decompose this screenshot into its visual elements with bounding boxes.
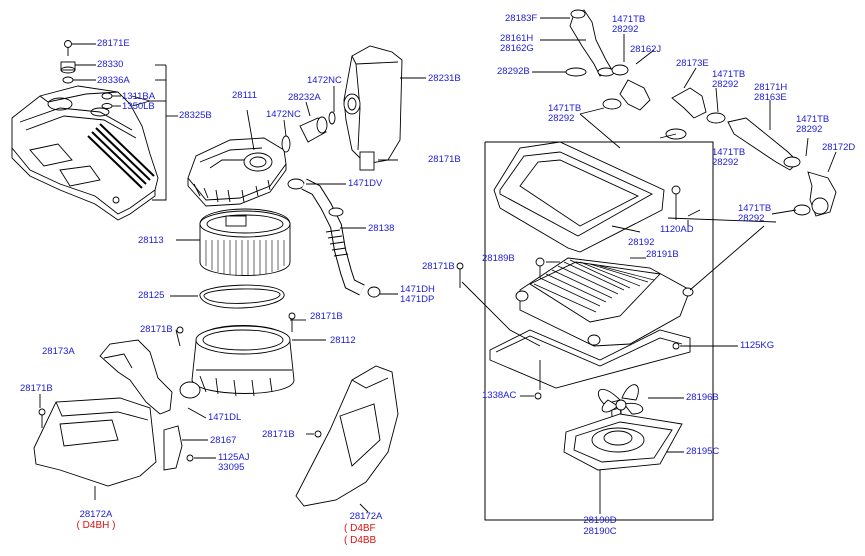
part-label-28292-5[interactable]: 28292 — [712, 157, 739, 168]
intercooler-assembly-box — [484, 141, 714, 521]
part-label-28162j[interactable]: 28162J — [630, 44, 662, 55]
middle-shroud-illustration — [295, 365, 399, 513]
part-label-1125aj[interactable]: 1125AJ — [218, 452, 250, 463]
air-flow-sensor-illustration — [281, 86, 336, 153]
gasket-illustration — [170, 284, 285, 309]
left-shroud-illustration — [33, 394, 157, 500]
part-label-28171h[interactable]: 28171H — [754, 82, 788, 93]
part-label-28336a[interactable]: 28336A — [97, 75, 130, 86]
part-label-28163e[interactable]: 28163E — [754, 92, 787, 103]
filter-element-illustration — [176, 208, 291, 276]
part-label-1472nc-top[interactable]: 1472NC — [307, 75, 342, 86]
part-label-28191b[interactable]: 28191B — [646, 249, 679, 260]
bolt-stack-illustration — [60, 40, 113, 109]
part-label-28171b-box[interactable]: 28171B — [140, 324, 173, 335]
part-label-28171e[interactable]: 28171E — [97, 38, 130, 49]
part-label-1311ba[interactable]: 1311BA — [122, 91, 156, 102]
part-label-33095[interactable]: 33095 — [218, 462, 245, 473]
part-label-1471dp[interactable]: 1471DP — [400, 294, 435, 305]
part-label-28190d[interactable]: 28190D — [583, 515, 617, 526]
part-label-1471dl[interactable]: 1471DL — [208, 412, 242, 423]
part-label-28111[interactable]: 28111 — [232, 90, 258, 101]
fan-shroud-illustration — [563, 413, 684, 514]
part-label-28172d[interactable]: 28172D — [822, 142, 856, 153]
leader-lines-right — [667, 217, 777, 291]
part-label-28173e[interactable]: 28173E — [676, 58, 709, 69]
part-label-1471tb-5[interactable]: 1471TB — [712, 147, 746, 158]
part-label-1350lb[interactable]: 1350LB — [122, 101, 155, 112]
hose-set-illustration — [532, 9, 837, 217]
part-label-1471tb-2[interactable]: 1471TB — [712, 69, 746, 80]
part-label-28292-2[interactable]: 28292 — [712, 79, 739, 90]
part-label-28325b[interactable]: 28325B — [179, 110, 212, 121]
part-label-1338ac[interactable]: 1338AC — [482, 390, 517, 401]
intercooler-core-illustration — [456, 209, 738, 400]
part-label-28292-3[interactable]: 28292 — [548, 113, 575, 124]
part-label-28292b[interactable]: 28292B — [497, 66, 530, 77]
part-label-28171b-tank[interactable]: 28171B — [428, 154, 461, 165]
part-label-28138[interactable]: 28138 — [368, 223, 395, 234]
part-label-28125[interactable]: 28125 — [138, 290, 165, 301]
part-label-1471dv[interactable]: 1471DV — [348, 178, 383, 189]
engine-code-mid-1: ( D4BF — [344, 523, 376, 534]
part-label-28161h[interactable]: 28161H — [500, 33, 534, 44]
part-label-28167[interactable]: 28167 — [210, 435, 237, 446]
inlet-duct-illustration — [99, 339, 216, 471]
part-label-28196b[interactable]: 28196B — [686, 392, 719, 403]
part-label-28171b-clamp[interactable]: 28171B — [310, 311, 343, 322]
part-label-1471tb-1[interactable]: 1471TB — [612, 14, 646, 25]
part-label-28172a-mid[interactable]: 28172A — [349, 511, 383, 522]
part-label-28189b[interactable]: 28189B — [482, 253, 515, 264]
leader-lines-cover — [72, 43, 178, 201]
part-label-28113[interactable]: 28113 — [138, 235, 164, 246]
part-label-28173a[interactable]: 28173A — [42, 346, 75, 357]
part-label-1472nc-mid[interactable]: 1472NC — [266, 109, 301, 120]
part-label-1471tb-3[interactable]: 1471TB — [548, 103, 582, 114]
part-label-28112[interactable]: 28112 — [330, 335, 356, 346]
part-label-28292-6[interactable]: 28292 — [738, 213, 765, 224]
part-label-28292-4[interactable]: 28292 — [796, 124, 823, 135]
engine-cover-illustration — [11, 85, 159, 221]
part-label-28195c[interactable]: 28195C — [686, 446, 720, 457]
part-label-28183f[interactable]: 28183F — [505, 13, 538, 24]
part-label-28330[interactable]: 28330 — [97, 59, 124, 70]
part-label-28162g[interactable]: 28162G — [500, 43, 534, 54]
engine-code-left: ( D4BH ) — [76, 520, 116, 531]
part-label-28171b-left[interactable]: 28171B — [20, 383, 53, 394]
intake-hose-illustration — [287, 178, 398, 298]
part-label-28192[interactable]: 28192 — [628, 237, 655, 248]
part-label-1125kg[interactable]: 1125KG — [740, 340, 775, 351]
part-label-28231b[interactable]: 28231B — [428, 73, 461, 84]
part-label-28232a[interactable]: 28232A — [288, 92, 321, 103]
part-label-28190c[interactable]: 28190C — [583, 526, 617, 537]
air-cleaner-body-illustration — [175, 312, 326, 399]
part-label-1471tb-6[interactable]: 1471TB — [738, 203, 772, 214]
part-label-1120ad[interactable]: 1120AD — [660, 224, 694, 235]
air-cleaner-cover-illustration — [187, 109, 287, 207]
resonator-illustration — [343, 45, 426, 171]
engine-code-mid-2: ( D4BB — [344, 535, 377, 546]
part-label-28172a-left[interactable]: 28172A — [79, 509, 113, 520]
intercooler-cover-illustration — [493, 113, 681, 253]
part-label-1471tb-4[interactable]: 1471TB — [796, 114, 830, 125]
part-label-28171b-ic[interactable]: 28171B — [422, 261, 455, 272]
part-label-28171b-duct[interactable]: 28171B — [262, 429, 295, 440]
part-label-28292-1[interactable]: 28292 — [612, 24, 639, 35]
part-label-1471dh[interactable]: 1471DH — [400, 284, 435, 295]
